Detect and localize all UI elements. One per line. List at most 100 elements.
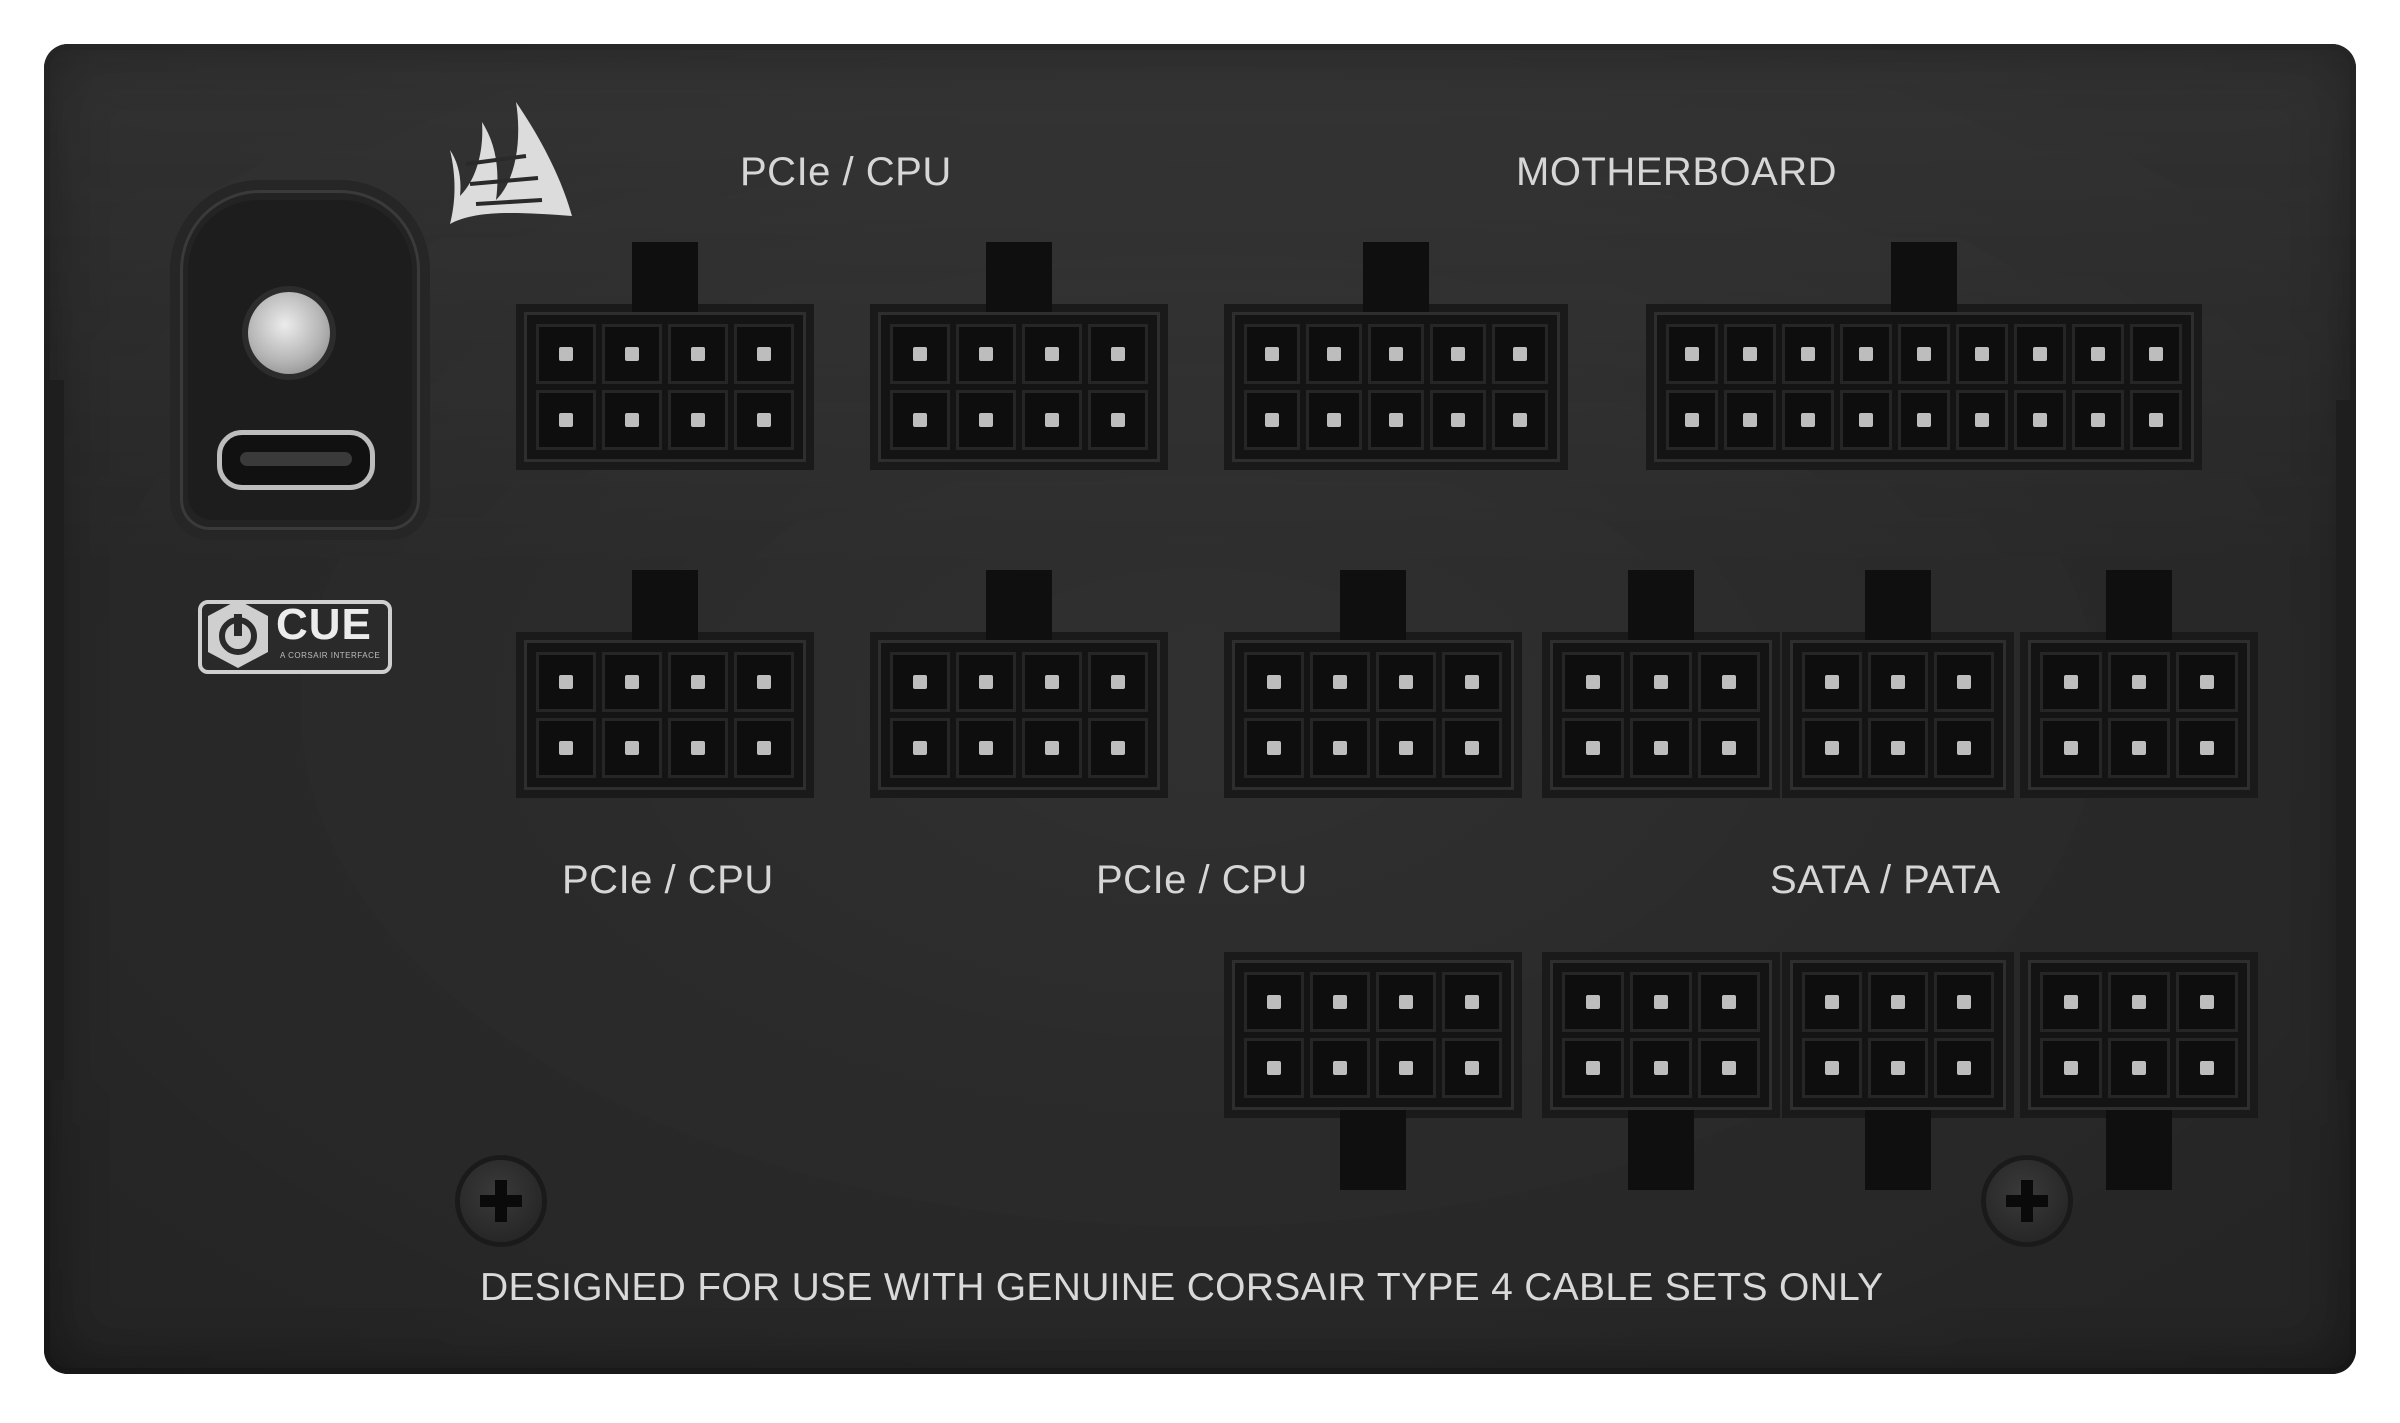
pin-contact bbox=[1654, 1061, 1668, 1075]
pin-contact bbox=[1265, 347, 1279, 361]
pin-contact bbox=[1917, 347, 1931, 361]
pin-contact bbox=[1654, 675, 1668, 689]
pin-contact bbox=[1859, 347, 1873, 361]
pin-contact bbox=[691, 741, 705, 755]
pin-contact bbox=[625, 741, 639, 755]
pin-contact bbox=[2064, 995, 2078, 1009]
pin-contact bbox=[691, 675, 705, 689]
pin-contact bbox=[1333, 675, 1347, 689]
pin-contact bbox=[1654, 741, 1668, 755]
icue-tagline: A CORSAIR INTERFACE bbox=[280, 651, 381, 660]
label-pcie-cpu-bottom-left: PCIe / CPU bbox=[562, 858, 774, 902]
pin-contact bbox=[1513, 413, 1527, 427]
pin-contact bbox=[1399, 995, 1413, 1009]
sata-socket-1-latch bbox=[1628, 570, 1694, 640]
pin-contact bbox=[1801, 413, 1815, 427]
sata-socket-3-latch bbox=[2106, 570, 2172, 640]
pin-contact bbox=[2091, 413, 2105, 427]
pin-contact bbox=[1891, 741, 1905, 755]
pcie-cpu-socket-1-latch bbox=[632, 242, 698, 312]
sata-socket-2-latch bbox=[1865, 570, 1931, 640]
pcie-cpu-socket-2-latch bbox=[986, 242, 1052, 312]
corsair-sails-icon bbox=[450, 102, 572, 224]
pin-contact bbox=[625, 413, 639, 427]
pin-contact bbox=[1465, 675, 1479, 689]
pin-contact bbox=[1333, 1061, 1347, 1075]
label-sata-pata: SATA / PATA bbox=[1770, 858, 2001, 902]
pin-contact bbox=[1111, 347, 1125, 361]
status-led-icon bbox=[248, 292, 330, 374]
pin-contact bbox=[757, 741, 771, 755]
pin-contact bbox=[1451, 413, 1465, 427]
pin-contact bbox=[1891, 1061, 1905, 1075]
pin-contact bbox=[1743, 347, 1757, 361]
pin-contact bbox=[1465, 1061, 1479, 1075]
icue-power-icon bbox=[208, 600, 268, 668]
sata-socket-p17-latch bbox=[1628, 1110, 1694, 1190]
pin-contact bbox=[757, 413, 771, 427]
pin-contact bbox=[1685, 413, 1699, 427]
pin-contact bbox=[559, 347, 573, 361]
pin-contact bbox=[1975, 413, 1989, 427]
phillips-screw-icon bbox=[460, 1160, 542, 1242]
label-motherboard: MOTHERBOARD bbox=[1516, 150, 1838, 194]
pin-contact bbox=[1722, 675, 1736, 689]
pin-contact bbox=[1333, 995, 1347, 1009]
pin-contact bbox=[559, 741, 573, 755]
pin-contact bbox=[1722, 995, 1736, 1009]
pin-contact bbox=[2132, 675, 2146, 689]
pin-contact bbox=[1825, 995, 1839, 1009]
pin-contact bbox=[1825, 675, 1839, 689]
pin-contact bbox=[913, 347, 927, 361]
pin-contact bbox=[1389, 347, 1403, 361]
pin-contact bbox=[1975, 347, 1989, 361]
pin-contact bbox=[1801, 347, 1815, 361]
pin-contact bbox=[1111, 741, 1125, 755]
pin-contact bbox=[2132, 741, 2146, 755]
pin-contact bbox=[2064, 675, 2078, 689]
sata-socket-p16-latch bbox=[1865, 1110, 1931, 1190]
pin-contact bbox=[1957, 741, 1971, 755]
motherboard-socket-small-latch bbox=[1363, 242, 1429, 312]
pin-contact bbox=[1722, 1061, 1736, 1075]
pin-contact bbox=[1586, 995, 1600, 1009]
left-side-tab bbox=[44, 380, 64, 1080]
pcie-cpu-socket-3-latch bbox=[632, 570, 698, 640]
pin-contact bbox=[1825, 1061, 1839, 1075]
pin-contact bbox=[913, 675, 927, 689]
pin-contact bbox=[1267, 1061, 1281, 1075]
pin-contact bbox=[1111, 413, 1125, 427]
pin-contact bbox=[1045, 413, 1059, 427]
pin-contact bbox=[1045, 347, 1059, 361]
pin-contact bbox=[2200, 741, 2214, 755]
pin-contact bbox=[1451, 347, 1465, 361]
pin-contact bbox=[2200, 995, 2214, 1009]
pin-contact bbox=[1722, 741, 1736, 755]
pin-contact bbox=[1513, 347, 1527, 361]
pcie-cpu-socket-4-latch bbox=[986, 570, 1052, 640]
pin-contact bbox=[913, 413, 927, 427]
pin-contact bbox=[1045, 741, 1059, 755]
pin-contact bbox=[625, 675, 639, 689]
pin-contact bbox=[1267, 995, 1281, 1009]
pin-contact bbox=[1045, 675, 1059, 689]
pin-contact bbox=[757, 675, 771, 689]
pin-contact bbox=[559, 413, 573, 427]
pin-contact bbox=[559, 675, 573, 689]
pin-contact bbox=[1267, 675, 1281, 689]
pin-contact bbox=[691, 347, 705, 361]
pin-contact bbox=[979, 413, 993, 427]
pin-contact bbox=[1859, 413, 1873, 427]
pin-contact bbox=[979, 741, 993, 755]
sata-socket-p15-latch bbox=[2106, 1110, 2172, 1190]
pin-contact bbox=[1586, 675, 1600, 689]
pin-contact bbox=[1265, 413, 1279, 427]
pin-contact bbox=[1399, 1061, 1413, 1075]
right-side-tab bbox=[2336, 400, 2356, 1080]
pin-contact bbox=[625, 347, 639, 361]
pin-contact bbox=[2064, 1061, 2078, 1075]
pin-contact bbox=[1957, 1061, 1971, 1075]
pin-contact bbox=[1825, 741, 1839, 755]
pin-contact bbox=[2149, 413, 2163, 427]
pin-contact bbox=[1917, 413, 1931, 427]
